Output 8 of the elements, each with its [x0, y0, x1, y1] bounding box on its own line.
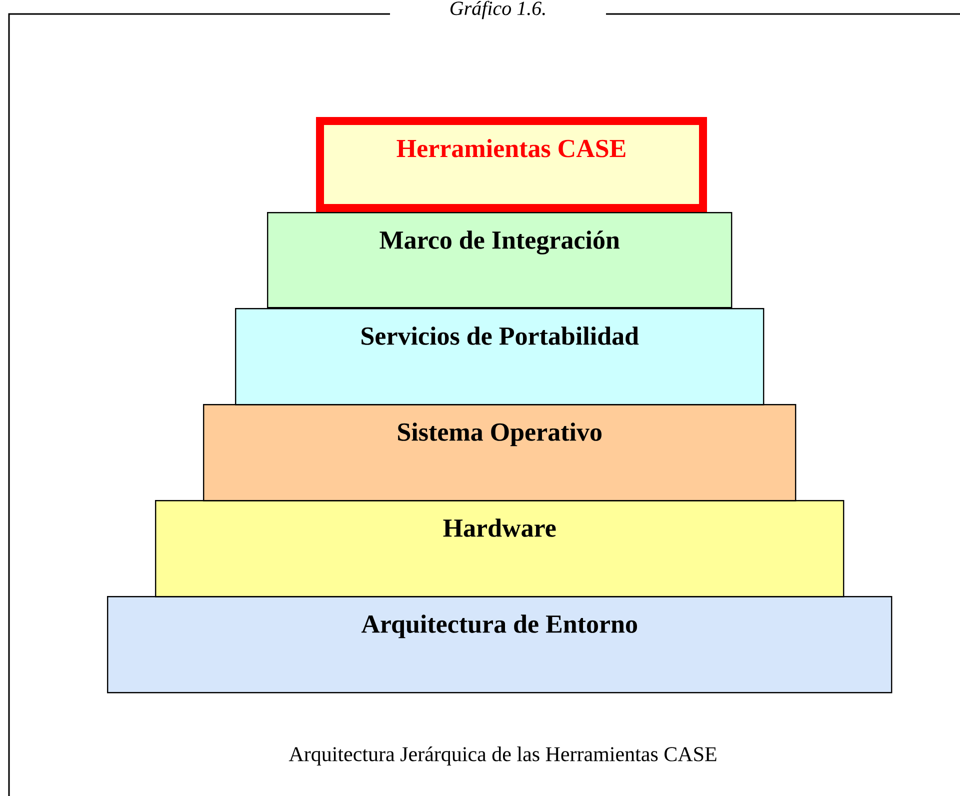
caption: Arquitectura Jerárquica de las Herramientas CASE	[288, 746, 716, 766]
layer-box: Arquitectura de Entorno	[107, 596, 892, 694]
figure-title: Gráfico 1.6.	[450, 0, 545, 20]
layer-box: Hardware	[155, 500, 844, 598]
layer-box: Servicios de Portabilidad	[235, 308, 764, 406]
layer-box: Marco de Integración	[267, 212, 732, 308]
layer-box: Sistema Operativo	[203, 404, 796, 502]
layer-box: Herramientas CASE	[316, 117, 707, 212]
